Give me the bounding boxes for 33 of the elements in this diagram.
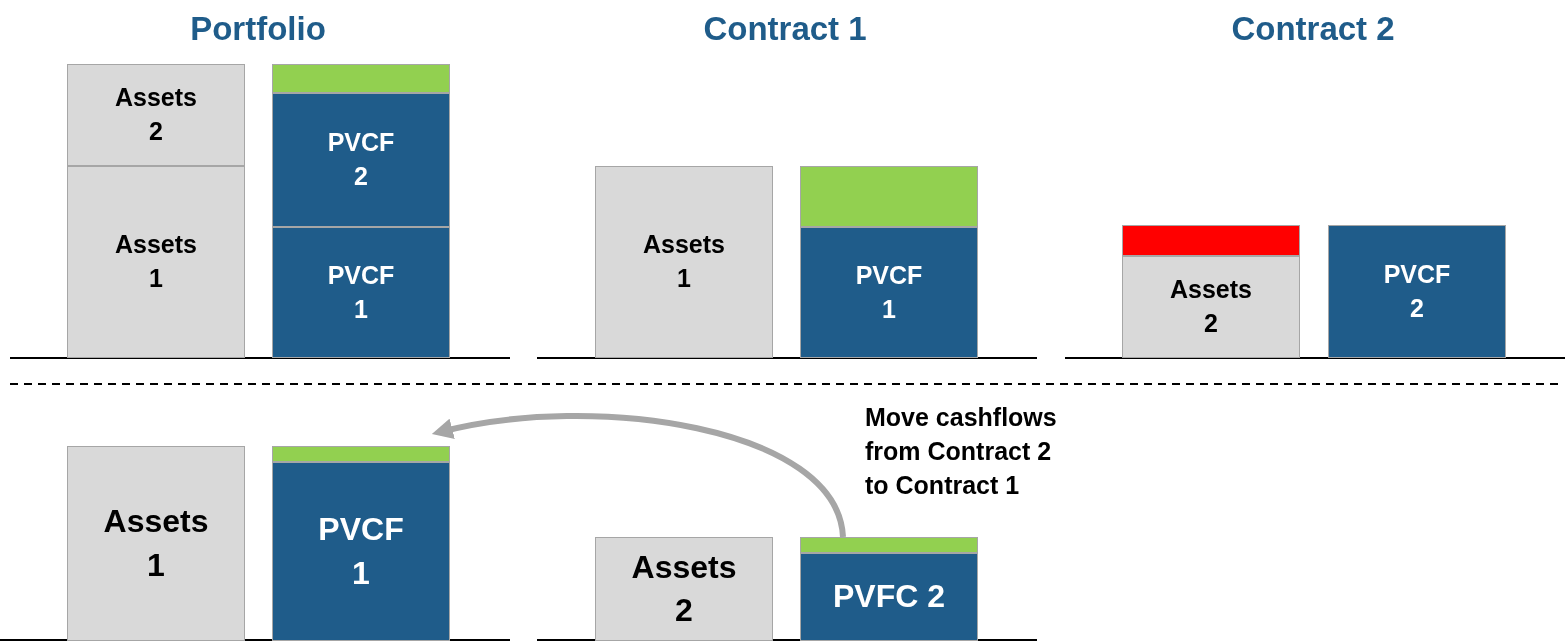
block-label: Assets 2 bbox=[1169, 274, 1253, 339]
assets-block bbox=[595, 537, 773, 641]
surplus-bar bbox=[272, 64, 450, 93]
section-heading: Contract 1 bbox=[703, 9, 867, 49]
block-label: Assets 1 bbox=[114, 229, 198, 294]
liability-block bbox=[800, 553, 978, 641]
section-heading: Portfolio bbox=[190, 9, 326, 49]
liability-block bbox=[1328, 225, 1506, 358]
block-label: Assets 1 bbox=[102, 502, 210, 585]
assets-block bbox=[67, 64, 245, 166]
block-label: PVFC 2 bbox=[833, 577, 945, 617]
liability-block bbox=[800, 227, 978, 358]
liability-block bbox=[272, 93, 450, 227]
liability-block bbox=[272, 462, 450, 641]
block-label: PVCF 1 bbox=[317, 510, 405, 593]
deficit-bar bbox=[1122, 225, 1300, 256]
surplus-bar bbox=[800, 537, 978, 553]
liability-block bbox=[272, 227, 450, 358]
block-label: PVCF 1 bbox=[326, 259, 396, 325]
section-heading: Contract 2 bbox=[1231, 9, 1395, 49]
block-label: PVCF 1 bbox=[854, 259, 924, 325]
assets-block bbox=[67, 166, 245, 358]
assets-block bbox=[595, 166, 773, 358]
block-label: PVCF 2 bbox=[1382, 258, 1452, 324]
surplus-bar bbox=[800, 166, 978, 227]
block-label: Assets 2 bbox=[630, 547, 738, 630]
assets-block bbox=[1122, 256, 1300, 358]
block-label: Assets 2 bbox=[114, 82, 198, 147]
surplus-bar bbox=[272, 446, 450, 462]
block-label: PVCF 2 bbox=[326, 127, 396, 192]
curved-arrow bbox=[431, 413, 846, 538]
block-label: Assets 1 bbox=[642, 229, 726, 294]
assets-block bbox=[67, 446, 245, 641]
